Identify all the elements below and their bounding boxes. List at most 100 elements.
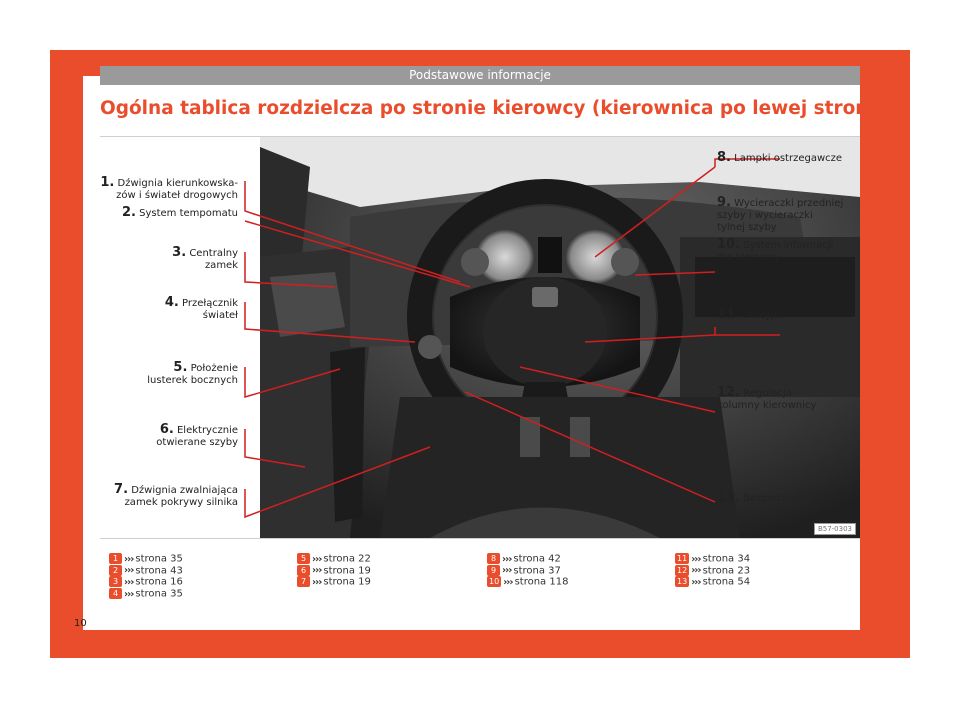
ref-number-badge: 12 — [675, 564, 690, 576]
page-link[interactable]: strona 34 — [702, 553, 751, 565]
callout-5: 5. Położenie lusterek bocznych — [100, 360, 238, 387]
page-link[interactable]: strona 42 — [513, 553, 561, 565]
ref-number-badge: 4 — [109, 588, 122, 600]
reference-row[interactable]: 4›››strona 35 — [109, 588, 183, 600]
page-link[interactable]: strona 19 — [323, 565, 371, 577]
callout-13: 13. Bezpieczniki — [717, 490, 857, 505]
link-arrows: ››› — [124, 576, 134, 588]
references-column-1: 1›››strona 35 2›››strona 43 3›››strona 1… — [109, 553, 183, 600]
page-link[interactable]: strona 54 — [702, 576, 751, 588]
section-header: Podstawowe informacje — [100, 66, 860, 85]
page-link[interactable]: strona 16 — [135, 576, 183, 588]
ref-number-badge: 7 — [297, 576, 310, 588]
callout-number: 13. — [717, 490, 741, 505]
callout-number: 12. — [717, 385, 741, 400]
page-link[interactable]: strona 22 — [323, 553, 371, 565]
callout-text: Przełącznik świateł — [182, 298, 238, 321]
reference-row[interactable]: 2›››strona 43 — [109, 564, 183, 577]
callout-6: 6. Elektrycznie otwierane szyby — [100, 422, 238, 449]
callout-text: Położenie lusterek bocznych — [147, 363, 238, 386]
reference-row[interactable]: 5›››strona 22 — [297, 553, 371, 565]
callout-text: Regulacja kolumny kierownicy — [717, 388, 817, 411]
page-number: 10 — [74, 618, 87, 629]
callout-number: 10. — [717, 237, 741, 252]
ref-number-badge: 11 — [675, 553, 690, 564]
callout-number: 9. — [717, 195, 731, 210]
page-link[interactable]: strona 118 — [514, 576, 569, 588]
page-link[interactable]: strona 37 — [513, 565, 561, 577]
callout-10: 10. System informacji dla kierowcy — [717, 237, 857, 264]
callout-lines — [244, 158, 780, 519]
callout-2: 2. System tempomatu — [100, 205, 238, 220]
callout-number: 11. — [717, 307, 741, 322]
ref-number-badge: 6 — [297, 564, 310, 576]
link-arrows: ››› — [312, 553, 322, 565]
reference-row[interactable]: 13›››strona 54 — [675, 576, 750, 588]
page-title: Ogólna tablica rozdzielcza po stronie ki… — [100, 98, 896, 119]
ref-number-badge: 1 — [109, 553, 122, 564]
link-arrows: ››› — [124, 565, 134, 577]
callout-number: 5. — [173, 360, 188, 375]
link-arrows: ››› — [124, 588, 134, 600]
link-arrows: ››› — [691, 576, 701, 588]
callout-number: 2. — [121, 205, 136, 220]
callout-text: Elektrycznie otwierane szyby — [156, 425, 238, 448]
page-link[interactable]: strona 35 — [135, 553, 183, 565]
callout-4: 4. Przełącznik świateł — [100, 295, 238, 322]
callout-number: 8. — [717, 150, 731, 165]
callout-text: Bezpieczniki — [743, 493, 806, 504]
reference-row[interactable]: 10›››strona 118 — [487, 576, 568, 588]
ref-number-badge: 5 — [297, 553, 310, 564]
reference-row[interactable]: 12›››strona 23 — [675, 564, 751, 577]
reference-row[interactable]: 8›››strona 42 — [487, 553, 568, 565]
callout-text: Centralny zamek — [189, 248, 238, 271]
callout-text: System informacji dla kierowcy — [717, 240, 834, 263]
page-link[interactable]: strona 23 — [702, 565, 751, 577]
link-arrows: ››› — [124, 553, 134, 565]
callout-number: 1. — [100, 175, 115, 190]
callout-text: Lampki ostrzegawcze — [734, 153, 843, 164]
callout-number: 3. — [172, 245, 187, 260]
callout-text: System tempomatu — [139, 208, 238, 219]
callout-number: 7. — [114, 482, 129, 497]
ref-number-badge: 13 — [675, 576, 690, 588]
callout-text: Wycieraczki przedniej szyby i wycieraczk… — [717, 198, 844, 233]
link-arrows: ››› — [312, 565, 322, 577]
callout-text: Dźwignia zwalniająca zamek pokrywy silni… — [124, 485, 238, 508]
reference-row[interactable]: 7›››strona 19 — [297, 576, 371, 588]
ref-number-badge: 9 — [487, 564, 500, 576]
callout-12: 12. Regulacja kolumny kierownicy — [717, 385, 857, 412]
page-link[interactable]: strona 35 — [135, 588, 183, 600]
callout-text: Stacyjka — [743, 310, 786, 321]
callout-text: Dźwignia kierunkowska- zów i świateł dro… — [116, 178, 238, 201]
figure-code: B57-0303 — [813, 523, 856, 535]
link-arrows: ››› — [691, 553, 701, 565]
link-arrows: ››› — [691, 565, 701, 577]
dashboard-photo — [244, 137, 860, 538]
link-arrows: ››› — [502, 565, 512, 577]
references-column-2: 5›››strona 22 6›››strona 19 7›››strona 1… — [297, 553, 371, 588]
callout-1: 1. Dźwignia kierunkowska- zów i świateł … — [100, 175, 238, 202]
references-column-3: 8›››strona 42 9›››strona 37 10›››strona … — [487, 553, 568, 588]
link-arrows: ››› — [503, 576, 513, 588]
callout-number: 6. — [159, 422, 174, 437]
page-link[interactable]: strona 19 — [323, 576, 371, 588]
callout-number: 4. — [164, 295, 179, 310]
reference-row[interactable]: 9›››strona 37 — [487, 564, 568, 577]
reference-row[interactable]: 3›››strona 16 — [109, 576, 183, 588]
callout-7: 7. Dźwignia zwalniająca zamek pokrywy si… — [100, 482, 238, 509]
reference-row[interactable]: 1›››strona 35 — [109, 553, 183, 565]
callout-9: 9. Wycieraczki przedniej szyby i wyciera… — [717, 195, 857, 234]
reference-row[interactable]: 6›››strona 19 — [297, 564, 371, 577]
ref-number-badge: 10 — [487, 576, 502, 588]
ref-number-badge: 2 — [109, 564, 122, 576]
link-arrows: ››› — [502, 553, 512, 565]
callout-3: 3. Centralny zamek — [100, 245, 238, 272]
reference-row[interactable]: 11›››strona 34 — [675, 553, 750, 565]
link-arrows: ››› — [312, 576, 322, 588]
callout-8: 8. Lampki ostrzegawcze — [717, 150, 857, 165]
dashboard-figure: 1. Dźwignia kierunkowska- zów i świateł … — [100, 136, 860, 539]
page-link[interactable]: strona 43 — [135, 565, 183, 577]
references-column-4: 11›››strona 34 12›››strona 23 13›››stron… — [675, 553, 750, 588]
callout-11: 11. Stacyjka — [717, 307, 857, 322]
